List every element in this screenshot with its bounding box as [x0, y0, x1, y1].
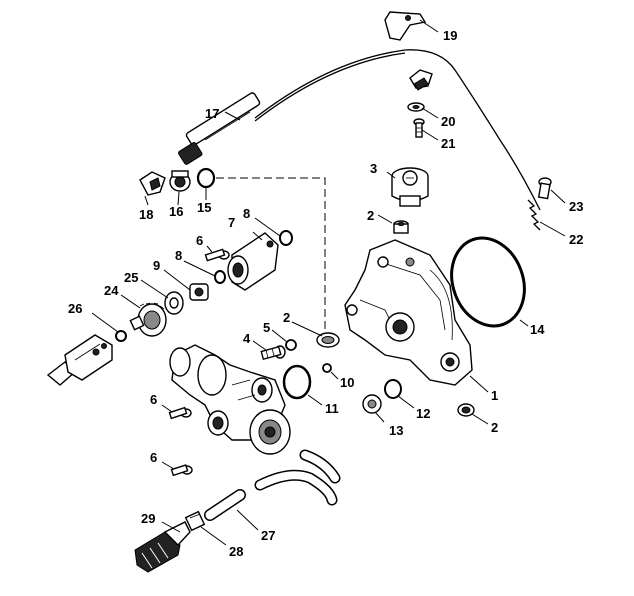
part-2-plug-mid [316, 332, 340, 348]
part-20-washer [407, 102, 425, 112]
curved-hose [254, 449, 341, 506]
callout-23: 23 [569, 199, 583, 214]
callout-15: 15 [197, 200, 211, 215]
part-16-nut [169, 170, 191, 192]
callout-11: 11 [325, 401, 339, 416]
callout-7: 7 [228, 215, 235, 230]
callout-1: 1 [491, 388, 498, 403]
cable-clip [409, 69, 433, 91]
callout-4: 4 [243, 331, 251, 346]
part-2-plug-right [457, 403, 475, 417]
part-8-oring-lower [214, 270, 226, 284]
part-5-oring [285, 339, 297, 351]
callout-28: 28 [229, 544, 243, 559]
part-6-screw-low [170, 464, 193, 477]
callout-5: 5 [263, 320, 270, 335]
part-28-fitting [184, 510, 206, 532]
part-10-oring [322, 363, 332, 373]
part-24-gear [129, 302, 167, 337]
part-27-hose [204, 489, 246, 521]
part-17-cable [178, 49, 541, 211]
part-6-screw-mid [168, 406, 192, 420]
callout-2c: 2 [283, 310, 290, 325]
part-3-cap [391, 167, 429, 207]
callout-9: 9 [153, 258, 160, 273]
callout-2a: 2 [367, 208, 374, 223]
pump-body-assembly [169, 344, 291, 455]
assembly-dashed-line [216, 177, 326, 333]
callout-20: 20 [441, 114, 455, 129]
callout-27: 27 [261, 528, 275, 543]
callout-12: 12 [416, 406, 430, 421]
part-11-oring [282, 364, 312, 400]
part-14-oring [450, 236, 526, 328]
callout-24: 24 [104, 283, 119, 298]
callout-22: 22 [569, 232, 583, 247]
callout-8a: 8 [243, 206, 250, 221]
part-7-valve-body [227, 232, 279, 291]
part-22-spring [527, 199, 541, 231]
callout-14: 14 [530, 322, 545, 337]
callout-21: 21 [441, 136, 455, 151]
part-15-oring [196, 167, 216, 189]
part-26-oring [115, 330, 127, 342]
callout-8b: 8 [175, 248, 182, 263]
callout-29: 29 [141, 511, 155, 526]
callout-26: 26 [68, 301, 82, 316]
part-12-washer [384, 379, 402, 399]
callout-6c: 6 [150, 450, 157, 465]
callout-10: 10 [340, 375, 354, 390]
part-23-screw [537, 177, 552, 200]
part-4-fitting [260, 345, 286, 361]
callout-18: 18 [139, 207, 153, 222]
part-21-screw [413, 118, 425, 138]
part-13-plug [362, 394, 382, 414]
callout-2b: 2 [491, 420, 498, 435]
callout-labels: 19 17 20 21 23 22 3 2 14 1 2 2 18 16 15 … [68, 28, 583, 559]
part-6-screw-top [204, 248, 230, 262]
part-9-nut [189, 283, 209, 301]
callout-6a: 6 [196, 233, 203, 248]
part-1-housing [344, 239, 473, 386]
callout-17: 17 [205, 106, 219, 121]
callout-6b: 6 [150, 392, 157, 407]
callout-16: 16 [169, 204, 183, 219]
part-8-oring-upper [279, 230, 293, 246]
leader-lines [91, 19, 566, 546]
part-25-washer [164, 291, 184, 315]
part-19-bracket [384, 11, 427, 41]
callout-3: 3 [370, 161, 377, 176]
callout-25: 25 [124, 270, 138, 285]
part-26-nozzle [46, 334, 113, 386]
part-2-plug-top [393, 220, 409, 234]
callout-13: 13 [389, 423, 403, 438]
part-29-inlet [134, 521, 191, 573]
part-18-clip [139, 171, 166, 196]
callout-19: 19 [443, 28, 457, 43]
